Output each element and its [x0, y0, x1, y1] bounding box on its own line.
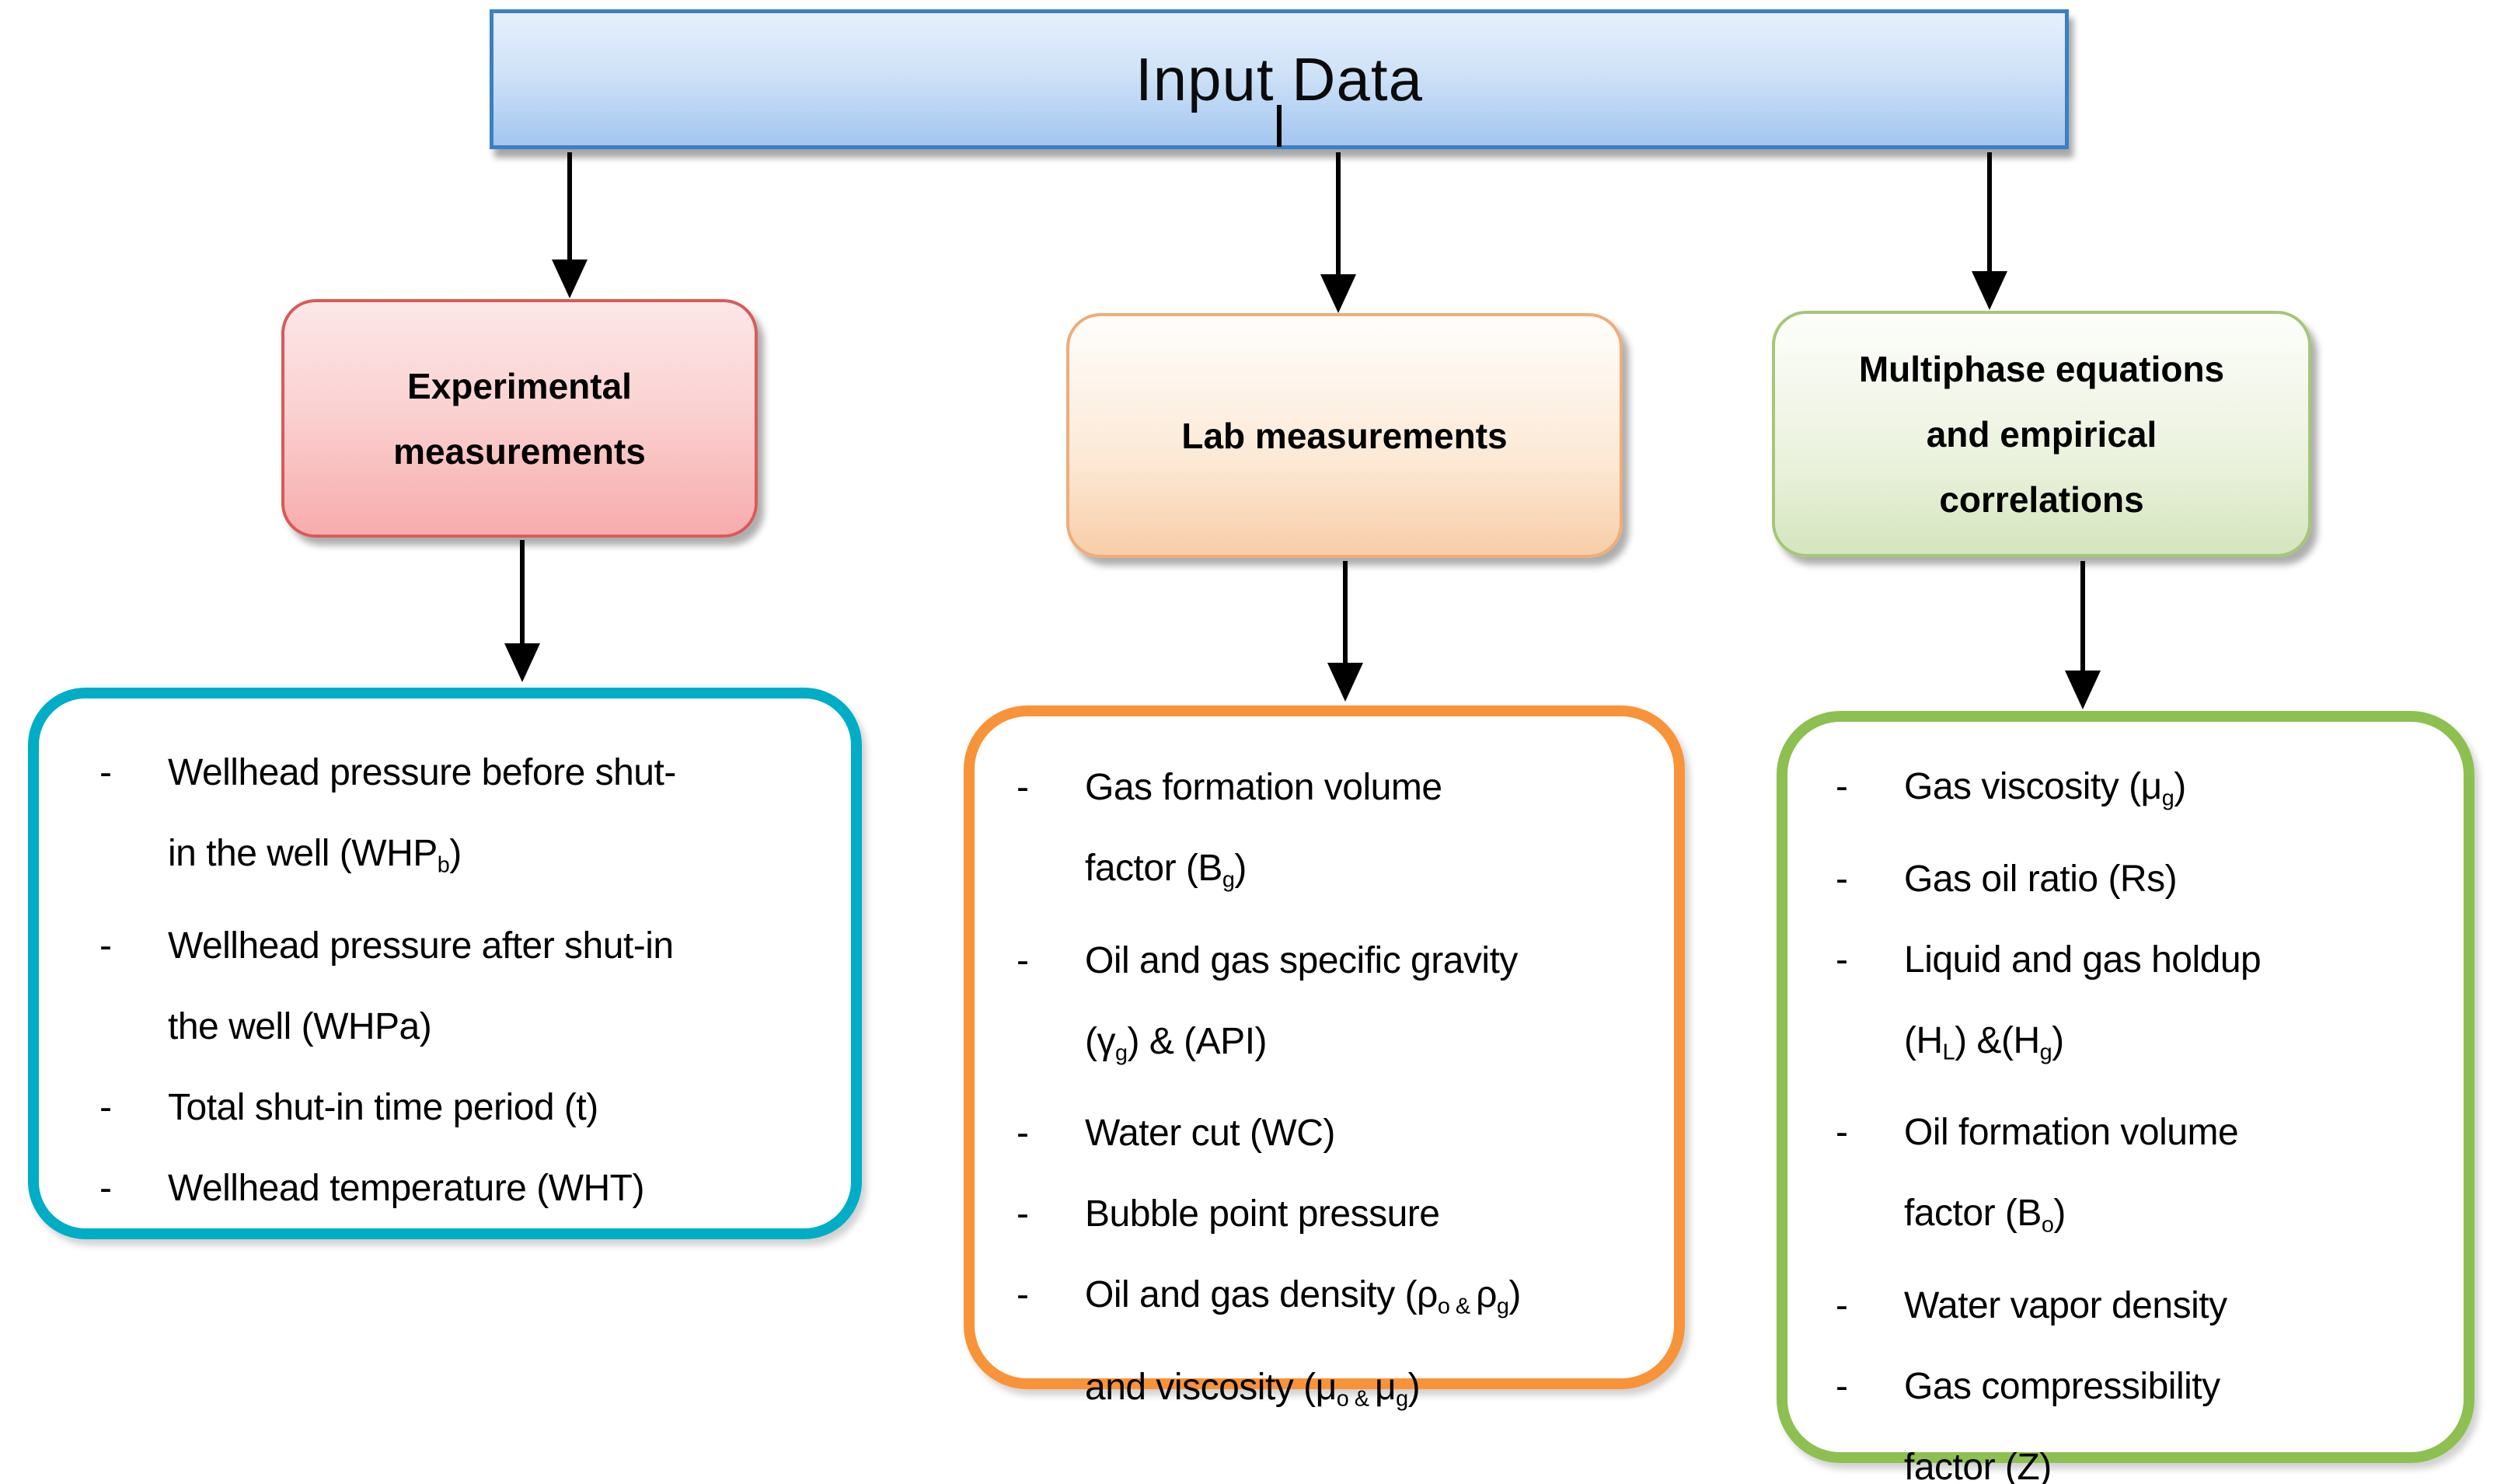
bullet-dash: - [99, 925, 112, 967]
list-item: - Gas viscosity (μg) [1836, 747, 2451, 839]
list-item-text: Bubble point pressure [1085, 1174, 1662, 1255]
list-line: Wellhead pressure after shut-in [168, 925, 674, 967]
experimental-list: - Wellhead pressure before shut-in the we… [39, 698, 851, 1229]
connector-stub [1277, 105, 1282, 147]
multiphase-correlations-box: Multiphase equations and empirical correla… [1772, 311, 2311, 557]
list-line: Wellhead temperature (WHT) [168, 1167, 644, 1209]
arrow-lab-to-list [1343, 561, 1348, 663]
experimental-measurements-box: Experimental measurements [281, 299, 758, 538]
list-line: factor (Z) [1904, 1446, 2052, 1484]
list-item-text: Gas compressibility factor (Z) [1904, 1346, 2451, 1484]
list-line: Gas formation volume [1085, 767, 1442, 808]
list-line: and viscosity (μo & μg) [1085, 1366, 1421, 1412]
list-line: factor (Bg) [1085, 848, 1247, 893]
list-item-text: Oil formation volume factor (Bo) [1904, 1092, 2451, 1266]
bullet-dash: - [1017, 1113, 1029, 1155]
list-item: - Water vapor density [1836, 1266, 2451, 1346]
list-line: factor (Bo) [1904, 1193, 2066, 1238]
list-item: - Water cut (WC) [1017, 1093, 1662, 1174]
bullet-dash: - [1017, 939, 1029, 981]
bullet-dash: - [99, 1086, 112, 1128]
list-item-text: Oil and gas density (ρo & ρg) and viscosi… [1085, 1255, 1662, 1439]
list-line: in the well (WHPb) [168, 833, 462, 878]
arrow-multiphase-to-list [2080, 561, 2085, 671]
box-label-line: Experimental [407, 365, 632, 406]
list-item: - Wellhead temperature (WHT) [99, 1148, 832, 1229]
list-item: - Oil formation volume factor (Bo) [1836, 1092, 2451, 1266]
list-item: - Wellhead pressure before shut-in the we… [99, 733, 832, 906]
list-item: - Liquid and gas holdup (HL) &(Hg) [1836, 920, 2451, 1093]
input-data-title: Input Data [1135, 44, 1423, 113]
bullet-dash: - [1017, 1274, 1029, 1316]
list-line: the well (WHPa) [168, 1005, 432, 1047]
list-item: - Bubble point pressure [1017, 1174, 1662, 1255]
list-line: Water vapor density [1904, 1284, 2227, 1326]
input-data-box: Input Data [490, 9, 2069, 149]
arrow-experimental-to-list [520, 540, 525, 643]
list-item-text: Gas oil ratio (Rs) [1904, 839, 2451, 920]
lab-list-box: - Gas formation volume factor (Bg) - Oil and… [964, 705, 1685, 1412]
list-item-text: Wellhead pressure after shut-in the well … [168, 906, 832, 1068]
box-label-line: Lab measurements [1181, 415, 1508, 456]
list-item-text: Wellhead pressure before shut-in the wel… [168, 733, 832, 906]
list-line: Oil formation volume [1904, 1112, 2239, 1154]
bullet-dash: - [1836, 766, 1848, 807]
box-label-line: and empirical [1926, 413, 2157, 455]
multiphase-list-box: - Gas viscosity (μg) - Gas oil ratio (Rs) - L… [1777, 711, 2474, 1484]
list-item-text: Gas viscosity (μg) [1904, 747, 2451, 839]
box-label-line: measurements [393, 430, 646, 472]
bullet-dash: - [1836, 1112, 1848, 1154]
multiphase-list: - Gas viscosity (μg) - Gas oil ratio (Rs) - L… [1787, 722, 2464, 1484]
bullet-dash: - [1836, 858, 1848, 900]
bullet-dash: - [99, 752, 112, 793]
list-item: - Total shut-in time period (t) [99, 1068, 832, 1148]
list-item-text: Liquid and gas holdup (HL) &(Hg) [1904, 920, 2451, 1093]
list-line: Gas oil ratio (Rs) [1904, 858, 2178, 900]
list-line: Liquid and gas holdup [1904, 939, 2262, 981]
list-line: Gas viscosity (μg) [1904, 766, 2186, 811]
list-item-text: Total shut-in time period (t) [168, 1068, 832, 1148]
list-item-text: Wellhead temperature (WHT) [168, 1148, 832, 1229]
list-item-text: Oil and gas specific gravity (γg) & (API) [1085, 921, 1662, 1094]
list-line: (HL) &(Hg) [1904, 1019, 2064, 1065]
list-item-text: Gas formation volume factor (Bg) [1085, 747, 1662, 921]
box-label-line: Multiphase equations [1858, 348, 2225, 389]
list-line: Total shut-in time period (t) [168, 1086, 598, 1128]
list-item: - Oil and gas density (ρo & ρg) and viscos… [1017, 1255, 1662, 1439]
bullet-dash: - [1017, 767, 1029, 808]
list-line: Oil and gas specific gravity [1085, 939, 1518, 981]
bullet-dash: - [1836, 939, 1848, 981]
arrow-input-to-lab [1336, 152, 1341, 274]
experimental-list-box: - Wellhead pressure before shut-in the we… [28, 688, 862, 1239]
list-line: Gas compressibility [1904, 1365, 2220, 1407]
list-item: - Gas formation volume factor (Bg) [1017, 747, 1662, 921]
arrow-input-to-experimental [567, 152, 572, 260]
list-item: - Wellhead pressure after shut-in the well… [99, 906, 832, 1068]
lab-measurements-box: Lab measurements [1066, 313, 1623, 558]
box-label-line: correlations [1939, 479, 2144, 520]
list-line: (γg) & (API) [1085, 1020, 1268, 1066]
lab-list: - Gas formation volume factor (Bg) - Oil and… [975, 716, 1674, 1440]
list-item: - Gas oil ratio (Rs) [1836, 839, 2451, 920]
list-item-text: Water vapor density [1904, 1266, 2451, 1346]
list-line: Bubble point pressure [1085, 1193, 1440, 1235]
list-line: Water cut (WC) [1085, 1113, 1335, 1155]
arrow-input-to-multiphase [1987, 152, 1992, 271]
bullet-dash: - [1017, 1193, 1029, 1235]
list-item: - Oil and gas specific gravity (γg) & (API… [1017, 921, 1662, 1094]
list-line: Oil and gas density (ρo & ρg) [1085, 1274, 1521, 1319]
list-item-text: Water cut (WC) [1085, 1093, 1662, 1174]
list-line: Wellhead pressure before shut- [168, 752, 676, 793]
bullet-dash: - [99, 1167, 112, 1209]
bullet-dash: - [1836, 1284, 1848, 1326]
bullet-dash: - [1836, 1365, 1848, 1407]
list-item: - Gas compressibility factor (Z) [1836, 1346, 2451, 1484]
